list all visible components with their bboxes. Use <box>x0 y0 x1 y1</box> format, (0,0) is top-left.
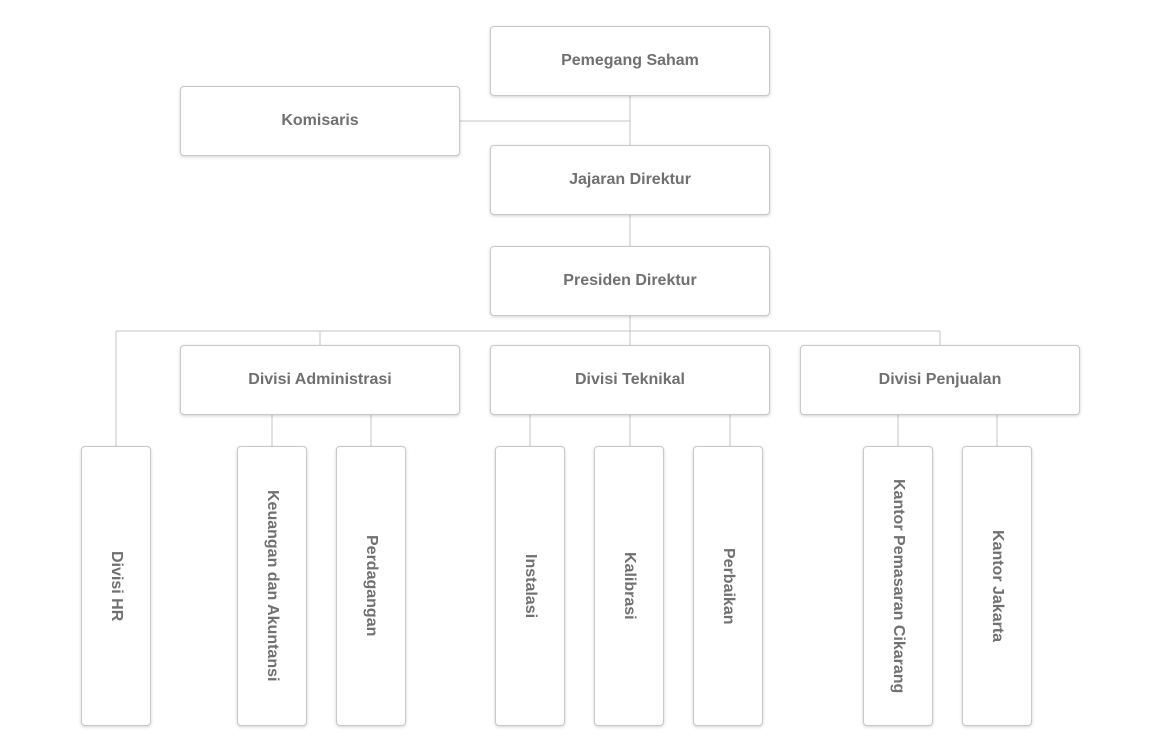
node-pemegang-saham: Pemegang Saham <box>490 26 770 96</box>
node-jajaran-direktur-label: Jajaran Direktur <box>569 171 691 188</box>
node-divisi-penjualan: Divisi Penjualan <box>800 345 1080 415</box>
node-pemegang-saham-label: Pemegang Saham <box>561 52 699 69</box>
node-perbaikan-label: Perbaikan <box>720 547 737 625</box>
node-keuangan-dan-akuntansi-label: Keuangan dan Akuntansi <box>264 490 281 682</box>
node-divisi-hr: Divisi HR <box>81 446 151 726</box>
node-divisi-teknikal-label: Divisi Teknikal <box>575 371 685 388</box>
node-divisi-administrasi: Divisi Administrasi <box>180 345 460 415</box>
node-kantor-jakarta: Kantor Jakarta <box>962 446 1032 726</box>
node-presiden-direktur: Presiden Direktur <box>490 246 770 316</box>
node-kalibrasi: Kalibrasi <box>594 446 664 726</box>
node-kantor-jakarta-label: Kantor Jakarta <box>989 529 1006 643</box>
node-kalibrasi-label: Kalibrasi <box>621 552 638 620</box>
node-instalasi: Instalasi <box>495 446 565 726</box>
node-instalasi-label: Instalasi <box>522 553 539 619</box>
node-kantor-pemasaran-cikarang: Kantor Pemasaran Cikarang <box>863 446 933 726</box>
node-perdagangan-label: Perdagangan <box>363 535 380 637</box>
node-komisaris-label: Komisaris <box>281 112 359 129</box>
node-perbaikan: Perbaikan <box>693 446 763 726</box>
node-keuangan-dan-akuntansi: Keuangan dan Akuntansi <box>237 446 307 726</box>
node-divisi-administrasi-label: Divisi Administrasi <box>248 371 392 388</box>
node-komisaris: Komisaris <box>180 86 460 156</box>
node-jajaran-direktur: Jajaran Direktur <box>490 145 770 215</box>
node-divisi-hr-label: Divisi HR <box>108 550 125 622</box>
node-kantor-pemasaran-cikarang-label: Kantor Pemasaran Cikarang <box>890 478 907 694</box>
node-perdagangan: Perdagangan <box>336 446 406 726</box>
node-presiden-direktur-label: Presiden Direktur <box>563 272 697 289</box>
node-divisi-penjualan-label: Divisi Penjualan <box>878 371 1002 388</box>
node-divisi-teknikal: Divisi Teknikal <box>490 345 770 415</box>
